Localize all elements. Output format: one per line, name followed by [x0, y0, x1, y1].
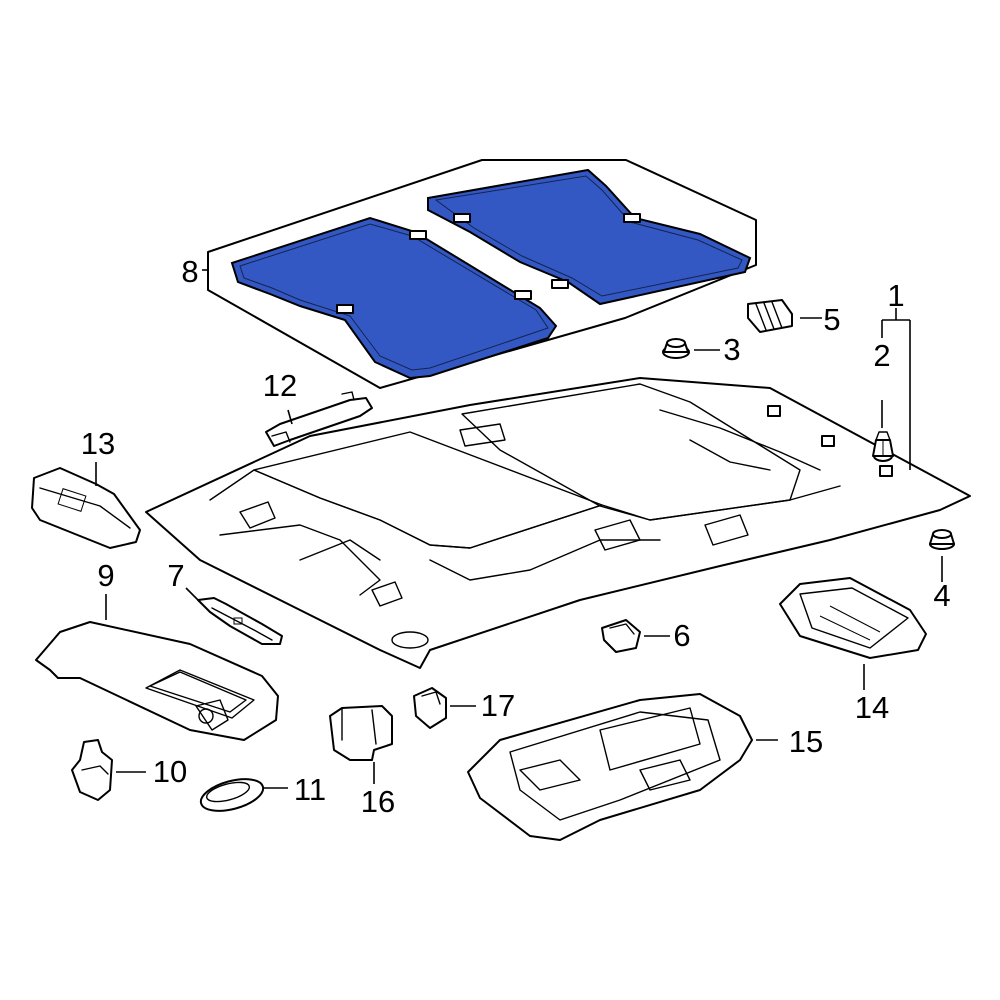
sunshade-assembly — [207, 159, 757, 389]
retainer-4 — [929, 529, 955, 550]
callout-10: 10 — [153, 754, 187, 789]
clip-17 — [413, 687, 447, 729]
reading-lamp — [779, 577, 927, 659]
callout-5: 5 — [823, 302, 840, 337]
dome-lamp — [31, 467, 141, 549]
callout-16: 16 — [361, 784, 395, 819]
push-clip — [872, 431, 894, 462]
callout-17: 17 — [481, 688, 515, 723]
callout-6: 6 — [673, 618, 690, 653]
clip-5 — [747, 299, 793, 333]
callout-12: 12 — [263, 368, 297, 403]
visor-bracket — [71, 739, 113, 801]
callout-2: 2 — [873, 338, 890, 373]
callout-15: 15 — [789, 724, 823, 759]
callout-3: 3 — [723, 332, 740, 367]
callout-14: 14 — [855, 690, 889, 725]
callout-9: 9 — [97, 558, 114, 593]
switch-16 — [329, 705, 393, 761]
sunshade-panel-left — [230, 216, 558, 380]
leader-lines — [95, 269, 943, 789]
sunshade-panel-right — [427, 168, 752, 306]
bracket-7 — [197, 597, 283, 645]
callout-4: 4 — [933, 578, 950, 613]
retainer-3 — [662, 338, 690, 359]
callout-1: 1 — [887, 278, 904, 313]
headliner — [145, 377, 971, 669]
sun-visor — [35, 621, 279, 741]
bracket-6 — [601, 619, 641, 653]
callout-11: 11 — [294, 772, 326, 807]
callout-labels: 1 2 3 4 5 6 7 8 9 10 11 12 13 14 15 16 1… — [81, 254, 951, 819]
grab-handle — [265, 391, 373, 447]
cap-11 — [199, 778, 265, 812]
callout-13: 13 — [81, 426, 115, 461]
callout-7: 7 — [167, 558, 184, 593]
overhead-console — [467, 693, 753, 841]
callout-8: 8 — [181, 254, 198, 289]
